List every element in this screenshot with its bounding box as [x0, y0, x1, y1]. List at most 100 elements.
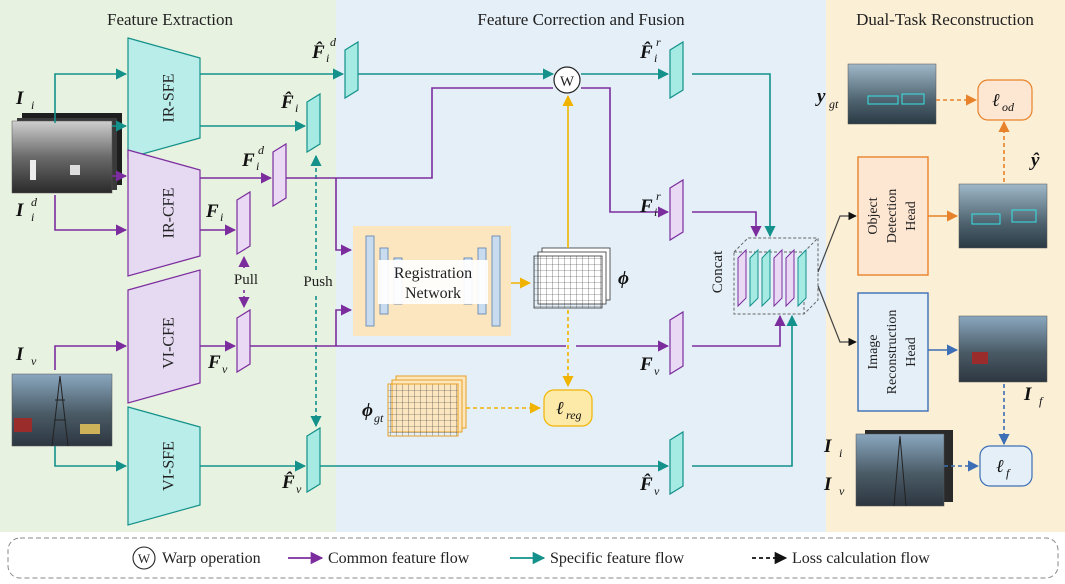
svg-text:Loss calculation flow: Loss calculation flow	[792, 550, 930, 567]
svg-text:v: v	[654, 364, 660, 378]
legend-warp: W Warp operation	[132, 546, 261, 570]
svg-text:i: i	[295, 101, 298, 115]
main-flows	[250, 68, 798, 472]
svg-text:d: d	[330, 35, 337, 49]
svg-text:Head: Head	[904, 201, 919, 231]
loss-reg-box: ℓ reg	[543, 389, 593, 427]
label-Fhat-i: F̂ i	[280, 92, 298, 115]
reconstruction-head: Image Reconstruction Head	[857, 292, 929, 412]
svg-text:v: v	[839, 484, 845, 498]
deformation-field	[533, 247, 611, 309]
loss-f-box: ℓ f	[979, 445, 1033, 487]
label-phi: ϕ	[618, 268, 629, 289]
ir-sfe-module: IR-SFE	[127, 37, 201, 159]
svg-text:i: i	[220, 210, 223, 224]
section-title-reconstruction: Dual-Task Reconstruction	[856, 10, 1034, 29]
svg-text:Head: Head	[904, 337, 919, 367]
svg-text:i: i	[31, 98, 34, 112]
detection-head: Object Detection Head	[857, 156, 929, 276]
warp-operator: W	[553, 66, 581, 94]
label-Ii-right: I i	[823, 436, 842, 460]
svg-text:d: d	[258, 143, 265, 157]
svg-text:ℓ: ℓ	[996, 456, 1004, 476]
concat-label: Concat	[710, 250, 726, 293]
svg-text:gt: gt	[829, 97, 839, 111]
svg-text:r: r	[656, 189, 661, 203]
svg-text:gt: gt	[374, 411, 384, 425]
svg-text:f: f	[1006, 466, 1011, 480]
legend-common: Common feature flow	[288, 550, 470, 567]
svg-text:f: f	[1039, 394, 1044, 408]
encoder-output-arrows	[200, 68, 345, 472]
svg-text:od: od	[1002, 100, 1015, 114]
if-image	[958, 315, 1048, 383]
pull-label: Pull	[234, 272, 258, 288]
svg-text:i: i	[31, 210, 34, 224]
svg-text:Registration: Registration	[394, 265, 472, 282]
svg-text:i: i	[256, 159, 259, 173]
svg-text:v: v	[31, 354, 37, 368]
svg-text:Reconstruction: Reconstruction	[885, 310, 900, 395]
svg-text:I: I	[15, 344, 24, 365]
legend: W Warp operation Common feature flow Spe…	[7, 537, 1059, 579]
svg-text:IR-CFE: IR-CFE	[161, 188, 178, 239]
svg-text:F̂: F̂	[639, 42, 653, 63]
svg-text:ϕ: ϕ	[362, 400, 373, 421]
svg-text:VI-CFE: VI-CFE	[161, 317, 178, 369]
svg-text:Network: Network	[405, 285, 461, 302]
section-title-correction: Feature Correction and Fusion	[477, 10, 685, 29]
feature-maps-extraction	[236, 40, 359, 494]
ygt-image	[847, 63, 937, 125]
concat-block	[733, 237, 819, 315]
svg-text:y: y	[815, 86, 826, 107]
svg-text:i: i	[654, 51, 657, 65]
svg-text:v: v	[222, 362, 228, 376]
svg-text:IR-SFE: IR-SFE	[161, 74, 178, 123]
svg-text:Object: Object	[866, 197, 881, 234]
svg-text:F̂: F̂	[639, 474, 653, 495]
label-Ii: I i	[15, 88, 34, 112]
svg-text:F̂: F̂	[311, 42, 325, 63]
label-Fv: F v	[207, 352, 228, 376]
section-title-extraction: Feature Extraction	[107, 10, 234, 29]
push-label: Push	[303, 274, 333, 290]
input-arrows	[54, 68, 128, 472]
svg-text:Warp operation: Warp operation	[162, 550, 261, 567]
svg-text:i: i	[839, 446, 842, 460]
ii-iv-image	[855, 430, 953, 507]
svg-text:Common feature flow: Common feature flow	[328, 550, 470, 567]
label-Fir: F i r	[639, 189, 661, 219]
svg-text:F: F	[639, 354, 653, 375]
label-phi-gt: ϕ gt	[362, 400, 384, 425]
svg-text:i: i	[654, 205, 657, 219]
feature-maps-fusion	[669, 40, 684, 496]
ir-cfe-module: IR-CFE	[127, 149, 201, 277]
label-If: I f	[1023, 384, 1044, 408]
svg-text:Specific feature flow: Specific feature flow	[550, 550, 685, 567]
registration-network: Registration Network	[353, 226, 511, 336]
svg-text:ℓ: ℓ	[556, 398, 564, 418]
svg-text:F: F	[205, 201, 219, 222]
svg-text:I: I	[15, 200, 24, 221]
svg-text:v: v	[296, 482, 302, 496]
svg-text:I: I	[1023, 384, 1032, 405]
svg-text:F: F	[241, 150, 255, 171]
label-Iid: I i d	[15, 195, 38, 224]
vi-sfe-module: VI-SFE	[127, 406, 201, 526]
legend-loss: Loss calculation flow	[752, 550, 930, 567]
svg-text:W: W	[560, 74, 575, 90]
label-Fv-right: F v	[639, 354, 660, 378]
svg-text:I: I	[823, 436, 832, 457]
label-Fi: F i	[205, 201, 223, 224]
svg-text:F̂: F̂	[281, 472, 295, 493]
svg-text:reg: reg	[566, 408, 582, 422]
svg-text:Detection: Detection	[885, 189, 900, 243]
svg-text:v: v	[654, 484, 660, 498]
ground-truth-field	[387, 375, 467, 437]
label-ygt: y gt	[815, 86, 839, 111]
svg-text:I: I	[823, 474, 832, 495]
label-Iv: I v	[15, 344, 37, 368]
concat-to-heads-arrows	[817, 211, 857, 347]
label-yhat: ŷ	[1029, 150, 1040, 171]
